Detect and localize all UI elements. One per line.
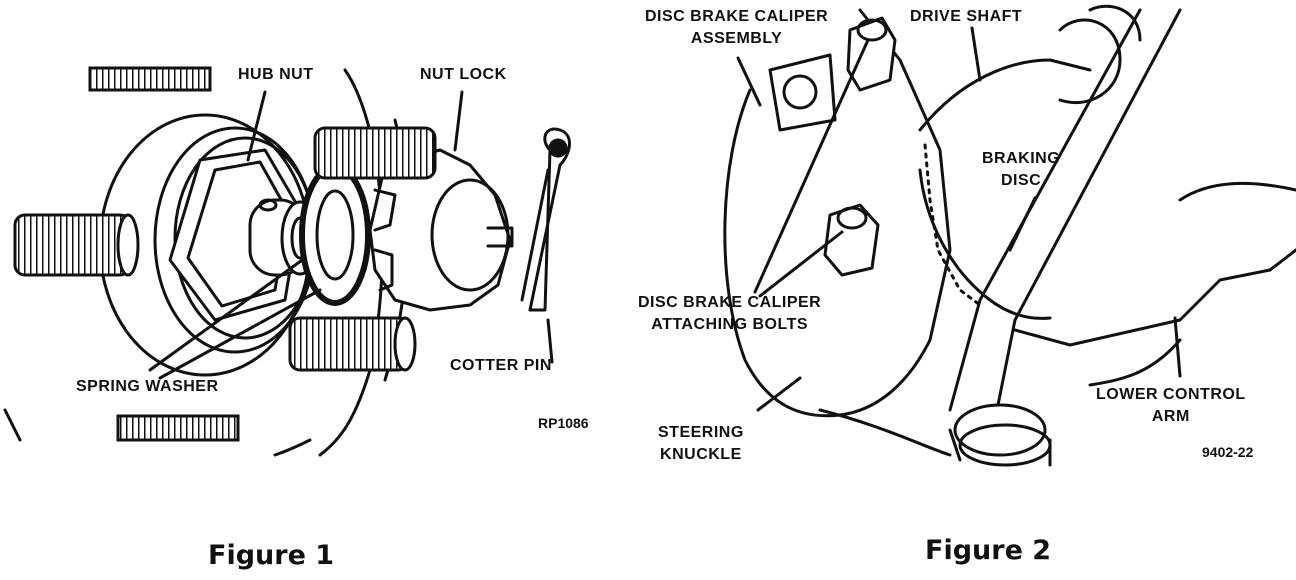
label-caliper-bolts-line1: DISC BRAKE CALIPER [638,294,822,311]
figure-1: HUB NUT NUT LOCK SPRING WASHER COTTER PI… [0,0,620,580]
label-caliper-assembly: DISC BRAKE CALIPER ASSEMBLY [645,6,828,50]
wheel-stud [116,414,240,442]
figure-code: RP1086 [538,415,589,431]
lower-control-arm [948,8,1142,412]
label-drive-shaft: DRIVE SHAFT [910,8,1023,25]
label-cotter-pin: COTTER PIN [450,357,552,374]
wheel-stud [13,213,132,277]
label-nut-lock: NUT LOCK [420,66,507,83]
label-braking-disc-line1: BRAKING [982,150,1061,167]
wheel-stud [288,316,410,372]
label-steering-knuckle: STEERING KNUCKLE [658,422,744,466]
figure-caption: Figure 1 [208,540,335,571]
braking-disc [918,168,1052,320]
label-lower-control-arm: LOWER CONTROL ARM [1096,384,1246,428]
label-caliper-assembly-line2: ASSEMBLY [690,30,783,47]
label-lower-control-arm-line1: LOWER CONTROL [1096,386,1246,403]
figure-caption: Figure 2 [925,535,1052,566]
figure-code: 9402-22 [1202,444,1254,460]
nut-lock-body [368,148,512,312]
label-lower-control-arm-line2: ARM [1151,408,1190,425]
label-caliper-bolts-line2: ATTACHING BOLTS [651,316,809,333]
wheel-stud [88,66,212,92]
label-spring-washer: SPRING WASHER [76,378,219,395]
label-caliper-assembly-line1: DISC BRAKE CALIPER [645,8,829,25]
drive-shaft [918,58,1092,132]
caliper-removal-illustration [723,4,1296,467]
label-braking-disc-line2: DISC [1000,172,1042,189]
label-hub-nut: HUB NUT [238,66,314,83]
label-braking-disc: BRAKING DISC [982,148,1060,192]
label-steering-knuckle-line2: KNUCKLE [660,446,742,463]
wheel-stud [313,126,437,180]
cotter-pin [528,127,571,312]
caliper-bolt-upper [846,16,897,92]
label-steering-knuckle-line1: STEERING [658,424,744,441]
figure-2: DISC BRAKE CALIPER ASSEMBLY DRIVE SHAFT … [620,0,1296,580]
label-caliper-bolts: DISC BRAKE CALIPER ATTACHING BOLTS [638,292,821,336]
hub-nut-exploded-illustration [3,66,571,457]
steering-knuckle [723,8,952,418]
